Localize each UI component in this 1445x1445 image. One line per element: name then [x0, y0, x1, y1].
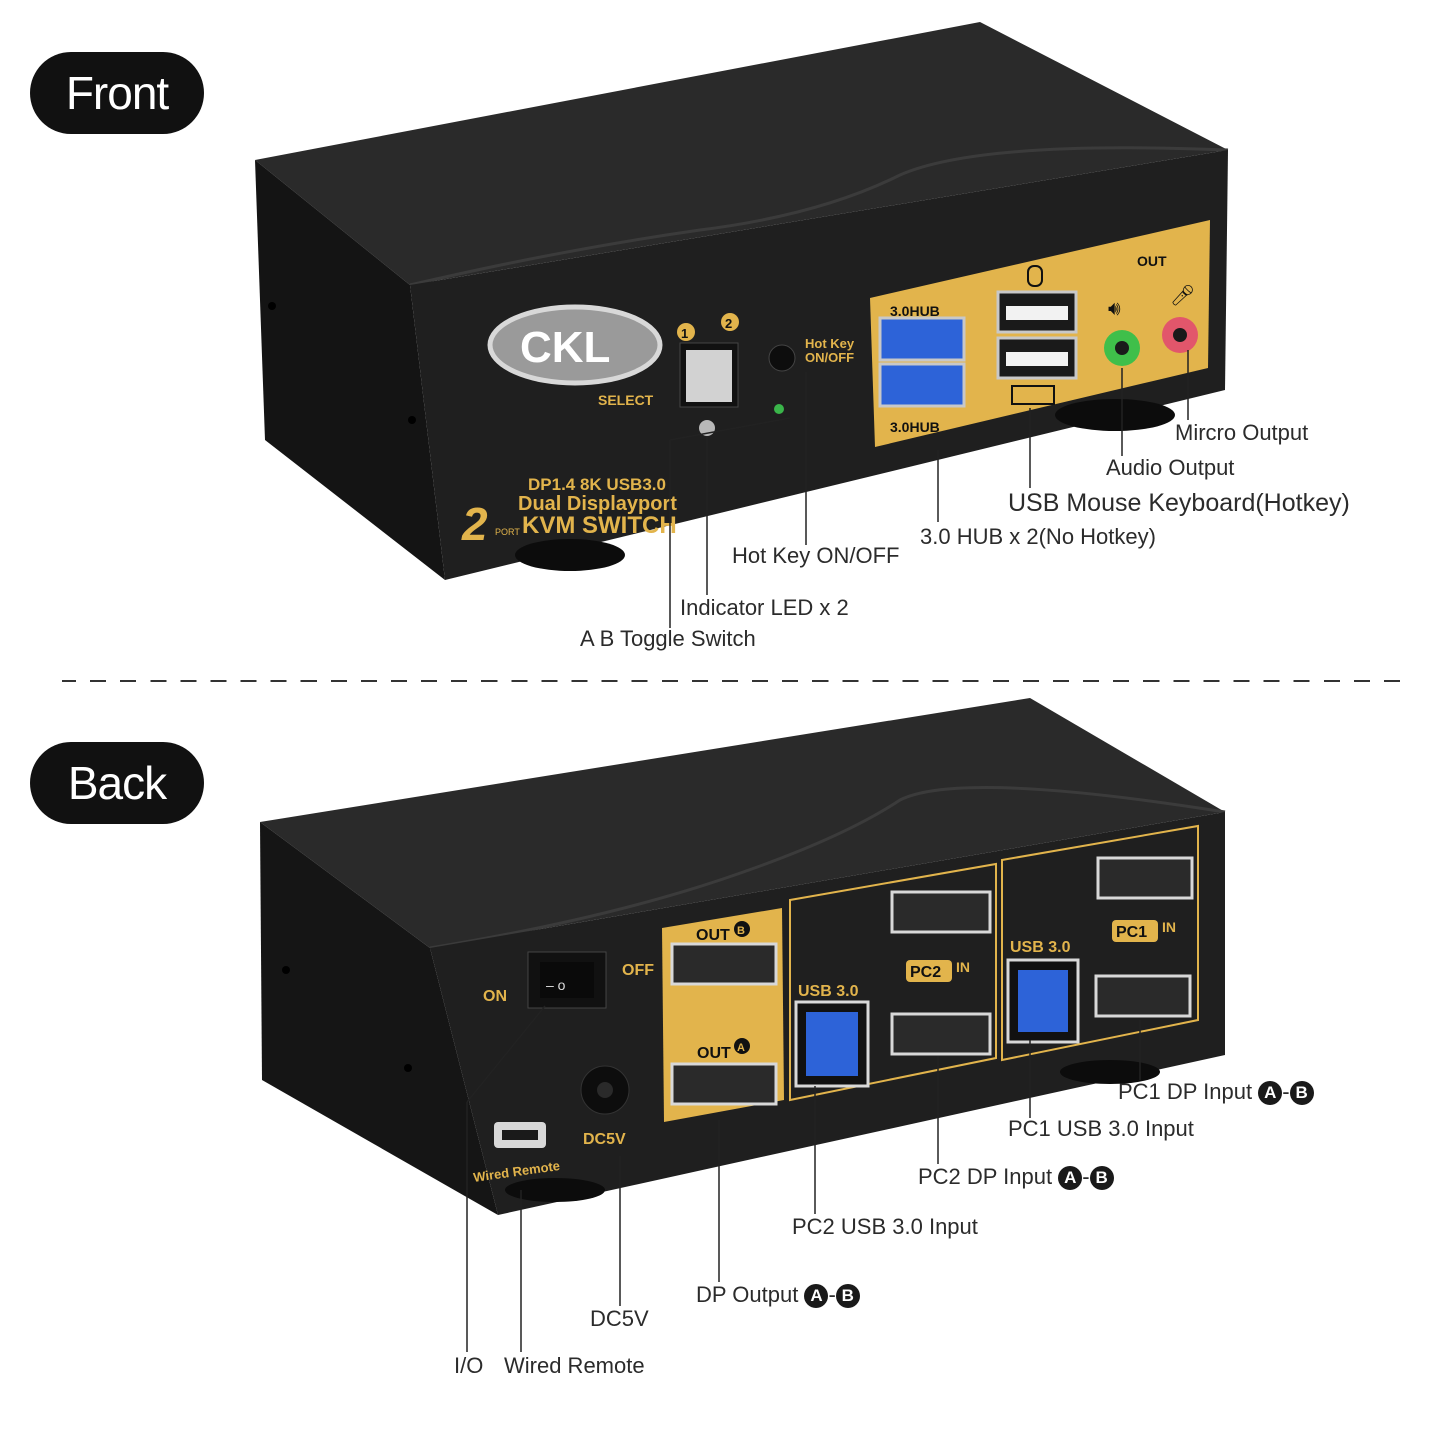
callout-pc2-dp-input: PC2 DP Input A-B — [918, 1164, 1114, 1191]
svg-text:ON/OFF: ON/OFF — [805, 350, 854, 365]
usb-hub-port-1[interactable] — [878, 316, 966, 362]
indicator-led-2 — [774, 404, 784, 414]
callout-io: I/O — [454, 1353, 484, 1378]
callout-pc1-usb-input: PC1 USB 3.0 Input — [1008, 1116, 1194, 1141]
svg-text:Hot Key: Hot Key — [805, 336, 855, 351]
svg-text:IN: IN — [1162, 919, 1176, 935]
svg-text:OUT: OUT — [697, 1045, 731, 1062]
callout-indicator-led: Indicator LED x 2 — [680, 595, 849, 620]
svg-text:Dual Displayport: Dual Displayport — [518, 493, 677, 515]
select-button[interactable] — [686, 350, 732, 402]
svg-text:PORT: PORT — [495, 527, 520, 537]
callout-wired-remote: Wired Remote — [504, 1353, 645, 1378]
svg-text:DC5V: DC5V — [583, 1131, 626, 1148]
pc2-dp-input-a[interactable] — [890, 1012, 992, 1056]
svg-text:OUT: OUT — [696, 927, 730, 944]
svg-text:OFF: OFF — [622, 962, 654, 979]
callout-dc5v: DC5V — [590, 1306, 649, 1331]
speaker-icon: 🔊︎ — [1108, 298, 1121, 320]
back-section-label: Back — [30, 742, 204, 824]
front-section-label: Front — [30, 52, 204, 134]
keyboard-icon — [1011, 385, 1055, 405]
dp-output-a[interactable] — [670, 1062, 778, 1106]
callout-usb-mouse-keyboard: USB Mouse Keyboard(Hotkey) — [1008, 489, 1350, 517]
svg-text:SELECT: SELECT — [598, 392, 654, 408]
callout-pc2-usb-input: PC2 USB 3.0 Input — [792, 1214, 978, 1239]
callout-pc1-dp-input: PC1 DP Input A-B — [1118, 1079, 1314, 1106]
usb-keyboard-port[interactable] — [1006, 352, 1068, 366]
svg-text:USB 3.0: USB 3.0 — [1010, 939, 1071, 956]
svg-text:ON: ON — [483, 988, 507, 1005]
callout-hotkey-onoff: Hot Key ON/OFF — [732, 543, 900, 568]
svg-text:– o: – o — [546, 977, 566, 993]
callout-micro-output: Mircro Output — [1175, 420, 1309, 445]
svg-text:CKL: CKL — [520, 323, 610, 372]
usb-hub-port-2[interactable] — [878, 362, 966, 408]
svg-text:B: B — [737, 925, 745, 937]
svg-text:KVM SWITCH: KVM SWITCH — [522, 512, 677, 539]
callout-audio-output: Audio Output — [1106, 455, 1235, 480]
svg-text:PC2: PC2 — [910, 964, 941, 981]
svg-text:DP1.4 8K USB3.0: DP1.4 8K USB3.0 — [528, 475, 666, 494]
svg-text:OUT: OUT — [1137, 253, 1167, 269]
pc1-dp-input-a[interactable] — [1094, 974, 1192, 1018]
power-switch[interactable] — [540, 962, 594, 998]
dp-output-b[interactable] — [670, 942, 778, 986]
microphone-icon: 🎤︎ — [1170, 285, 1195, 307]
svg-text:1: 1 — [681, 326, 688, 341]
svg-text:PC1: PC1 — [1116, 924, 1147, 941]
ckl-logo: CKL — [487, 304, 663, 386]
pc1-usb-input[interactable] — [1018, 970, 1068, 1032]
mouse-icon — [1027, 265, 1043, 287]
svg-text:2: 2 — [725, 316, 732, 331]
callout-dp-output: DP Output A-B — [696, 1282, 860, 1309]
svg-text:3.0HUB: 3.0HUB — [890, 419, 940, 435]
svg-text:2: 2 — [461, 498, 488, 550]
pc1-dp-input-b[interactable] — [1096, 856, 1194, 900]
svg-text:USB 3.0: USB 3.0 — [798, 983, 859, 1000]
callout-hub-x2: 3.0 HUB x 2(No Hotkey) — [920, 524, 1156, 549]
usb-mouse-port[interactable] — [1006, 306, 1068, 320]
callout-ab-toggle: A B Toggle Switch — [580, 626, 756, 651]
svg-text:IN: IN — [956, 959, 970, 975]
pc2-dp-input-b[interactable] — [890, 890, 992, 934]
svg-text:3.0HUB: 3.0HUB — [890, 303, 940, 319]
section-separator — [62, 680, 1407, 682]
hotkey-button[interactable] — [768, 344, 796, 372]
front-device-illustration: CKL 1 2 SELECT Hot Key ON/OFF DP1.4 8K U… — [255, 22, 1229, 628]
pc2-usb-input[interactable] — [806, 1012, 858, 1076]
svg-text:A: A — [737, 1042, 745, 1054]
